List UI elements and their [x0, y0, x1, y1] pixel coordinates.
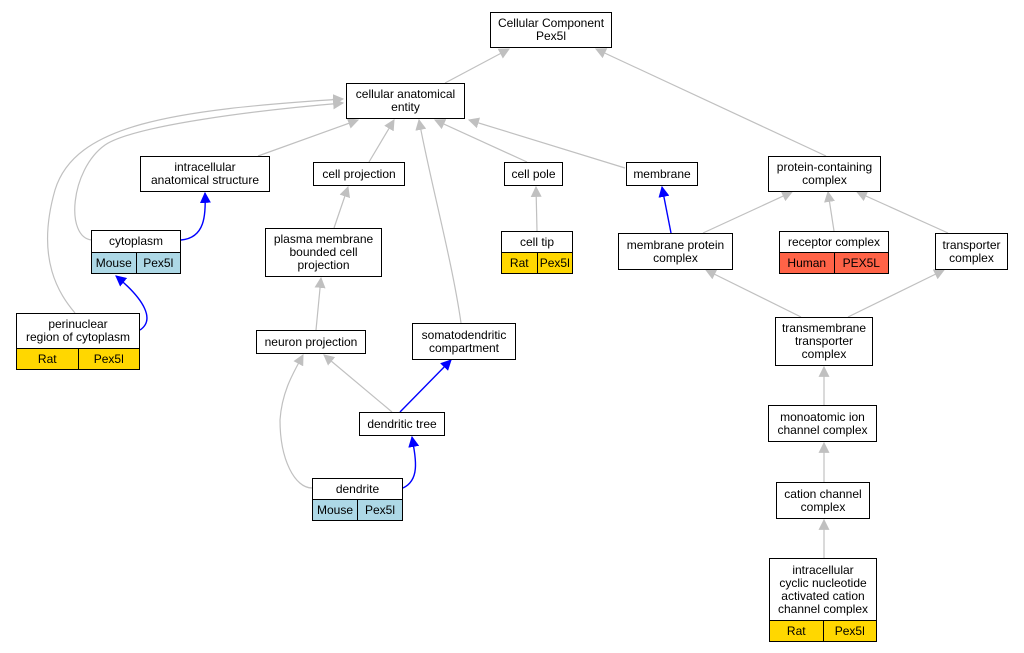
node-label: dendritic tree	[367, 416, 437, 431]
annotation-species: Mouse	[92, 253, 136, 273]
edge-somatodendritic-compartment-to-cellular-anatomical-entity	[415, 118, 462, 324]
node-label: cell projection	[322, 166, 396, 181]
annotation-gene: PEX5L	[833, 253, 888, 273]
annotation-species: Human	[780, 253, 834, 273]
node-dendrite[interactable]: dendrite	[312, 478, 403, 500]
edge-cellular-anatomical-entity-to-cc-root	[444, 48, 510, 84]
node-label: cell pole	[511, 166, 556, 181]
edge-intracellular-anatomical-structure-to-cellular-anatomical-entity	[257, 118, 360, 157]
node-perinuclear-region[interactable]: perinuclear region of cytoplasm	[16, 313, 140, 349]
node-cellular-anatomical-entity[interactable]: cellular anatomical entity	[346, 83, 465, 119]
node-label: cellular anatomical entity	[355, 87, 456, 114]
node-transmembrane-transporter-complex[interactable]: transmembrane transporter complex	[775, 317, 873, 366]
node-plasma-membrane-bounded-cell-projection[interactable]: plasma membrane bounded cell projection	[265, 228, 382, 277]
node-cyclic-nucleotide-cation-channel[interactable]: intracellular cyclic nucleotide activate…	[769, 558, 877, 621]
node-label: protein-containing complex	[776, 160, 873, 187]
node-label: cell tip	[519, 234, 554, 249]
node-label: intracellular anatomical structure	[150, 160, 260, 187]
node-transporter-complex[interactable]: transporter complex	[935, 233, 1008, 270]
node-label: perinuclear region of cytoplasm	[25, 317, 131, 344]
node-intracellular-anatomical-structure[interactable]: intracellular anatomical structure	[140, 156, 270, 192]
edge-membrane-protein-complex-to-protein-containing-complex	[702, 191, 793, 234]
annotation-gene: Pex5l	[536, 253, 572, 273]
edge-perinuclear-region-to-cellular-anatomical-entity	[46, 94, 345, 314]
edge-receptor-complex-to-protein-containing-complex	[824, 190, 835, 232]
node-receptor-complex[interactable]: receptor complex	[779, 231, 889, 253]
annotation-cytoplasm: Mouse Pex5l	[91, 253, 181, 274]
edge-dendritic-tree-to-somatodendritic-compartment	[399, 359, 452, 413]
annotation-cyclic-nucleotide-cation-channel: Rat Pex5l	[769, 621, 877, 642]
node-cell-projection[interactable]: cell projection	[313, 162, 405, 186]
node-label: plasma membrane bounded cell projection	[273, 232, 374, 272]
annotation-receptor-complex: Human PEX5L	[779, 253, 889, 274]
edge-transmembrane-transporter-complex-to-membrane-protein-complex	[705, 269, 802, 318]
node-protein-containing-complex[interactable]: protein-containing complex	[768, 156, 881, 192]
annotation-species: Rat	[770, 621, 823, 641]
edge-dendrite-to-dendritic-tree	[402, 435, 420, 489]
node-label: intracellular cyclic nucleotide activate…	[777, 562, 869, 616]
node-somatodendritic-compartment[interactable]: somatodendritic compartment	[412, 323, 516, 360]
node-label: membrane protein complex	[626, 237, 725, 265]
node-cell-pole[interactable]: cell pole	[504, 162, 563, 186]
edge-membrane-to-cellular-anatomical-entity	[467, 117, 626, 169]
node-cell-tip[interactable]: cell tip	[501, 231, 573, 253]
edge-dendritic-tree-to-neuron-projection	[323, 354, 393, 413]
edge-membrane-protein-complex-to-membrane	[658, 185, 672, 234]
annotation-species: Rat	[17, 349, 78, 369]
node-cytoplasm[interactable]: cytoplasm	[91, 230, 181, 253]
node-dendritic-tree[interactable]: dendritic tree	[359, 412, 445, 436]
node-membrane-protein-complex[interactable]: membrane protein complex	[618, 233, 733, 270]
edge-cell-tip-to-cell-pole	[530, 185, 542, 232]
node-label: cation channel complex	[784, 486, 862, 514]
edge-neuron-projection-to-plasma-membrane-bounded-cell-projection	[314, 276, 326, 331]
node-cc-root[interactable]: Cellular Component Pex5l	[490, 12, 612, 48]
edge-cell-projection-to-cellular-anatomical-entity	[368, 119, 395, 163]
node-label: membrane	[633, 166, 691, 181]
node-label: Cellular Component Pex5l	[497, 16, 605, 43]
annotation-gene: Pex5l	[822, 621, 876, 641]
node-label: cytoplasm	[108, 234, 164, 248]
edge-cytoplasm-to-intracellular-anatomical-structure	[180, 191, 211, 241]
annotation-gene: Pex5l	[357, 500, 402, 520]
annotation-gene: Pex5l	[77, 349, 139, 369]
edge-protein-containing-complex-to-cc-root	[595, 48, 827, 157]
annotation-species: Rat	[502, 253, 537, 273]
annotation-cell-tip: Rat Pex5l	[501, 253, 573, 274]
node-label: monoatomic ion channel complex	[777, 409, 868, 437]
edge-cell-pole-to-cellular-anatomical-entity	[433, 119, 528, 163]
node-label: receptor complex	[787, 234, 881, 249]
node-monoatomic-ion-channel-complex[interactable]: monoatomic ion channel complex	[768, 405, 877, 442]
node-membrane[interactable]: membrane	[626, 162, 698, 186]
node-label: somatodendritic compartment	[421, 327, 507, 355]
node-label: transmembrane transporter complex	[781, 321, 867, 361]
annotation-dendrite: Mouse Pex5l	[312, 500, 403, 521]
edge-dendrite-to-neuron-projection	[279, 354, 313, 489]
edge-transmembrane-transporter-complex-to-transporter-complex	[847, 269, 945, 318]
edge-transporter-complex-to-protein-containing-complex	[855, 191, 949, 234]
edge-perinuclear-region-to-cytoplasm	[115, 275, 148, 331]
node-neuron-projection[interactable]: neuron projection	[256, 330, 366, 354]
node-label: transporter complex	[942, 237, 1001, 265]
node-label: dendrite	[335, 481, 380, 496]
node-label: neuron projection	[264, 334, 358, 349]
annotation-perinuclear-region: Rat Pex5l	[16, 349, 140, 370]
annotation-species: Mouse	[313, 500, 357, 520]
edge-cytoplasm-to-cellular-anatomical-entity	[74, 98, 345, 241]
annotation-gene: Pex5l	[135, 253, 180, 273]
edge-plasma-membrane-bounded-cell-projection-to-cell-projection	[333, 185, 351, 229]
node-cation-channel-complex[interactable]: cation channel complex	[776, 482, 870, 519]
